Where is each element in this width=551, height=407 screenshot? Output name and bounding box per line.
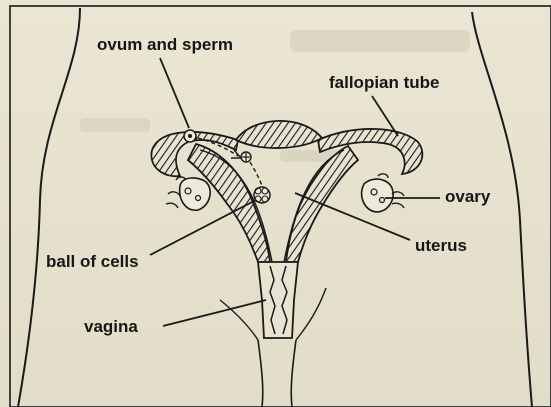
label-vagina: vagina (84, 318, 138, 335)
leader-ovum-and-sperm (160, 58, 189, 128)
label-fallopian-tube: fallopian tube (329, 74, 440, 91)
ovum-icon (184, 130, 196, 142)
label-ovary: ovary (445, 188, 490, 205)
page-frame (10, 6, 551, 407)
fertilised-cell-icon (241, 152, 251, 162)
groin-line-right (296, 288, 326, 340)
thigh-line-left (258, 340, 263, 407)
label-ball-of-cells: ball of cells (46, 253, 139, 270)
thigh-line-right (291, 340, 296, 407)
body-outline-left (18, 8, 80, 407)
travel-path-arrow-2 (250, 162, 262, 186)
label-ovum-and-sperm: ovum and sperm (97, 36, 233, 53)
body-outline-right (472, 12, 532, 407)
uterus-fundus (236, 121, 322, 148)
ball-of-cells-icon (254, 187, 270, 203)
travel-path-arrowhead (231, 150, 241, 158)
ovary-right (362, 174, 404, 212)
label-uterus: uterus (415, 237, 467, 254)
leader-vagina (163, 300, 266, 326)
ovary-left (166, 177, 210, 210)
